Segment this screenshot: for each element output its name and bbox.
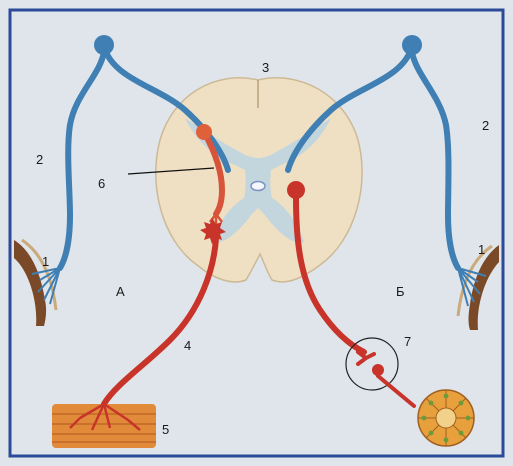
gland (418, 390, 474, 446)
label-side-left: А (116, 284, 125, 299)
interneuron-body (196, 124, 212, 140)
label-6: 6 (98, 176, 105, 191)
label-side-right: Б (396, 284, 405, 299)
label-3: 3 (262, 60, 269, 75)
label-1-right: 1 (478, 242, 485, 257)
muscle-fiber (52, 404, 156, 448)
label-2-left: 2 (36, 152, 43, 167)
label-1-left: 1 (42, 254, 49, 269)
label-2-right: 2 (482, 118, 489, 133)
central-canal (251, 182, 265, 191)
label-4: 4 (184, 338, 191, 353)
label-7: 7 (404, 334, 411, 349)
label-5: 5 (162, 422, 169, 437)
